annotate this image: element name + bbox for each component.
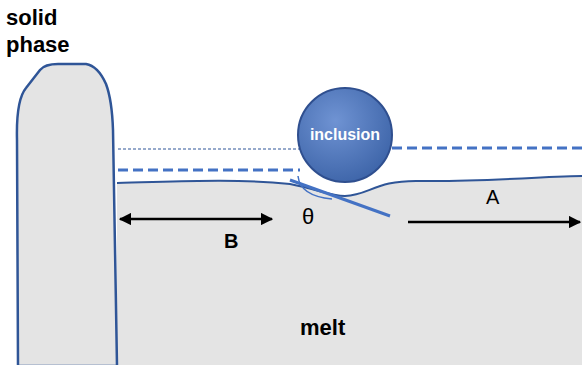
- phase-heading: solid phase: [6, 4, 106, 58]
- solid-outline: [17, 64, 117, 365]
- distance-arrow: [408, 221, 580, 224]
- inclusion-particle: inclusion: [296, 86, 394, 184]
- level-line: [392, 147, 582, 150]
- inclusion-circle: [298, 88, 392, 182]
- inclusion-label: inclusion: [310, 126, 380, 144]
- level-line: [118, 169, 300, 172]
- distance-arrow: [120, 218, 272, 221]
- region-label: melt: [300, 315, 345, 341]
- angle-symbol: θ: [302, 204, 314, 230]
- level-line: [118, 149, 300, 150]
- distance-label: A: [486, 186, 499, 209]
- melt-region: [117, 176, 582, 365]
- distance-label: B: [224, 230, 238, 253]
- solid-phase: solid phase: [0, 0, 130, 365]
